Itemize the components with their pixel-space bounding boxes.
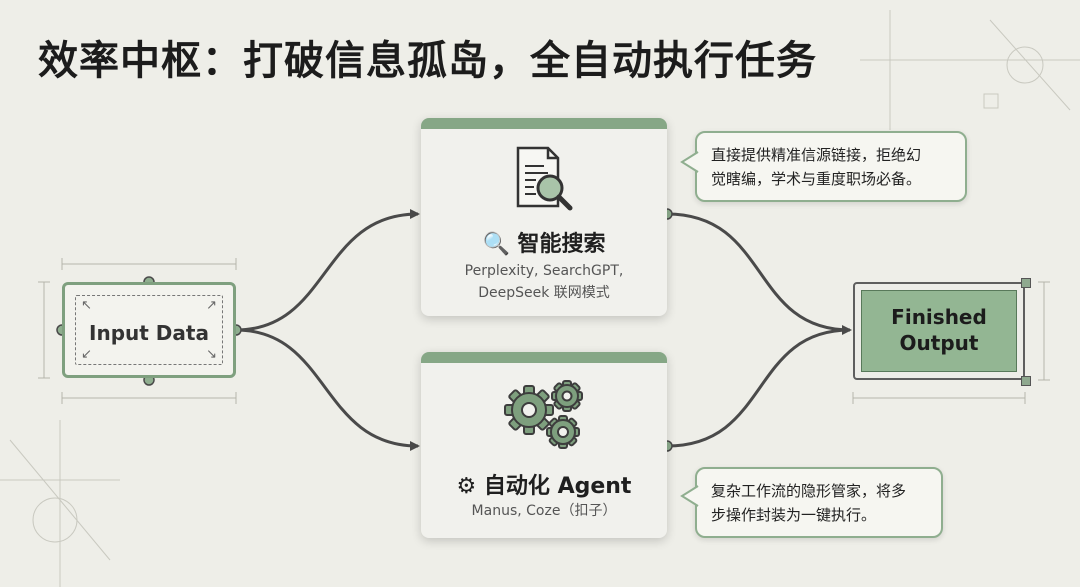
search-card-accent-bar — [421, 118, 667, 129]
finished-output-label: Finished Output — [855, 304, 1023, 356]
search-card-subtitle-line1: Perplexity, SearchGPT, — [464, 263, 624, 279]
agent-callout-line2: 步操作封装为一键执行。 — [711, 506, 877, 524]
agent-callout: 复杂工作流的隐形管家，将多 步操作封装为一键执行。 — [695, 467, 943, 538]
search-card-subtitle-line2: DeepSeek 联网模式 — [478, 285, 610, 301]
search-callout: 直接提供精准信源链接，拒绝幻 觉瞎编，学术与重度职场必备。 — [695, 131, 967, 202]
search-callout-line2: 觉瞎编，学术与重度职场必备。 — [711, 170, 922, 188]
document-search-icon — [516, 146, 573, 211]
expand-arrow-bottom-left-icon: ↙ — [81, 347, 92, 362]
gears-icon — [504, 380, 583, 449]
search-callout-line1: 直接提供精准信源链接，拒绝幻 — [711, 146, 922, 164]
agent-card-subtitle: Manus, Coze（扣子） — [421, 500, 667, 522]
finished-output-box: Finished Output — [853, 282, 1025, 380]
output-handle-top-right — [1021, 278, 1031, 288]
input-data-box: ↖ ↗ ↙ ↘ Input Data — [62, 282, 236, 378]
agent-callout-pointer — [680, 485, 699, 507]
search-card: 🔍 智能搜索 Perplexity, SearchGPT, DeepSeek 联… — [421, 118, 667, 316]
agent-card-subtitle-line1: Manus, Coze（扣子） — [471, 503, 617, 519]
agent-card-title: ⚙ 自动化 Agent — [456, 474, 632, 499]
input-data-label: Input Data — [89, 321, 209, 345]
agent-card-accent-bar — [421, 352, 667, 363]
output-label-line1: Finished — [891, 305, 987, 329]
search-card-title: 🔍 智能搜索 — [482, 232, 606, 257]
agent-card: ⚙ 自动化 Agent Manus, Coze（扣子） — [421, 352, 667, 538]
output-fill-panel — [861, 290, 1017, 372]
agent-callout-line1: 复杂工作流的隐形管家，将多 — [711, 482, 907, 500]
expand-arrow-bottom-right-icon: ↘ — [206, 347, 217, 362]
output-label-line2: Output — [899, 331, 979, 355]
expand-arrow-top-right-icon: ↗ — [206, 298, 217, 313]
search-card-subtitle: Perplexity, SearchGPT, DeepSeek 联网模式 — [421, 260, 667, 304]
page-title: 效率中枢：打破信息孤岛，全自动执行任务 — [38, 38, 817, 84]
input-dashed-frame — [75, 295, 223, 365]
search-callout-pointer — [680, 151, 699, 173]
expand-arrow-top-left-icon: ↖ — [81, 298, 92, 313]
output-handle-bottom-right — [1021, 376, 1031, 386]
